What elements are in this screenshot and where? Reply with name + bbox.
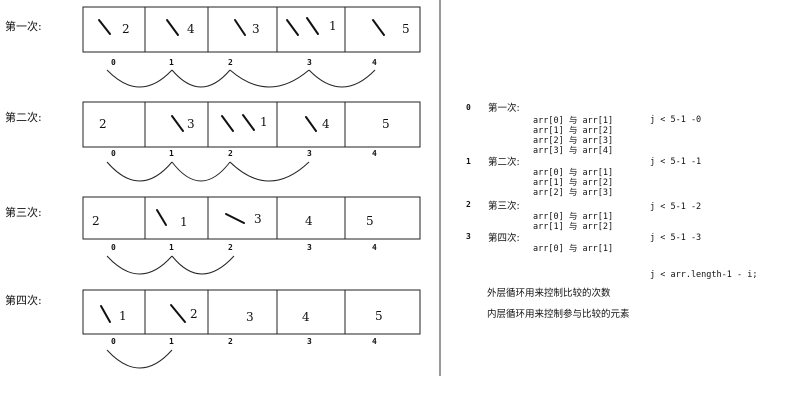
compare-arc — [106, 69, 173, 88]
round-2-label: 第二次: — [5, 110, 42, 124]
index-label: 1 — [169, 243, 174, 252]
index-label: 4 — [372, 243, 377, 252]
strike-mark — [225, 213, 245, 224]
compare-arc — [229, 69, 310, 88]
index-label: 0 — [111, 58, 116, 67]
loop-condition: j < 5-1 -2 — [650, 202, 701, 212]
round-index: 3 — [466, 232, 471, 241]
compare-pair: arr[1] 与 arr[2] — [533, 222, 613, 232]
compare-pair: arr[1] 与 arr[2] — [533, 178, 613, 188]
value-cell: 5 — [375, 309, 383, 323]
value-cell: 3 — [252, 22, 260, 36]
round-index: 0 — [466, 103, 471, 112]
round-4-array — [82, 289, 421, 335]
value-cell: 3 — [254, 212, 262, 226]
value-cell: 5 — [402, 22, 410, 36]
compare-arc — [171, 255, 235, 275]
value-cell: 5 — [366, 214, 374, 228]
value-cell: 2 — [99, 117, 107, 131]
compare-arc — [229, 161, 310, 182]
round-title: 第三次: — [488, 200, 520, 212]
round-1-label: 第一次: — [5, 19, 42, 33]
round-4-label: 第四次: — [5, 293, 42, 307]
strike-mark — [166, 19, 179, 36]
value-cell: 4 — [187, 22, 195, 36]
strike-mark — [242, 114, 255, 131]
compare-pair: arr[0] 与 arr[1] — [533, 244, 613, 254]
value-cell: 3 — [187, 117, 195, 131]
index-label: 0 — [111, 243, 116, 252]
round-3-label: 第三次: — [5, 205, 42, 219]
compare-arc — [171, 161, 231, 182]
index-label: 3 — [307, 337, 312, 346]
compare-pair: arr[3] 与 arr[4] — [533, 146, 613, 156]
round-index: 2 — [466, 200, 471, 209]
value-cell: 3 — [246, 310, 254, 324]
index-label: 2 — [228, 337, 233, 346]
note-inner-loop: 内层循环用来控制参与比较的元素 — [487, 308, 630, 320]
loop-condition: j < 5-1 -0 — [650, 115, 701, 125]
compare-pair: arr[2] 与 arr[3] — [533, 188, 613, 198]
inner-loop-condition: j < arr.length-1 - i; — [650, 270, 757, 280]
index-label: 0 — [111, 337, 116, 346]
round-2-array — [82, 101, 421, 148]
index-label: 2 — [228, 58, 233, 67]
loop-condition: j < 5-1 -3 — [650, 233, 701, 243]
compare-pair: arr[0] 与 arr[1] — [533, 116, 613, 126]
value-cell: 5 — [382, 117, 390, 131]
compare-arc — [106, 255, 173, 275]
strike-mark — [98, 19, 111, 35]
round-3-array — [82, 196, 421, 240]
value-cell: 4 — [302, 310, 310, 324]
index-label: 2 — [228, 243, 233, 252]
value-cell: 1 — [180, 215, 188, 229]
index-label: 3 — [307, 149, 312, 158]
compare-pair: arr[2] 与 arr[3] — [533, 136, 613, 146]
compare-arc — [106, 161, 173, 182]
strike-mark — [221, 115, 234, 132]
strike-mark — [305, 116, 317, 132]
value-cell: 1 — [329, 19, 337, 33]
round-title: 第二次: — [488, 156, 520, 168]
strike-mark — [156, 209, 167, 226]
index-label: 4 — [372, 58, 377, 67]
strike-mark — [372, 19, 385, 36]
strike-mark — [306, 17, 319, 35]
index-label: 4 — [372, 337, 377, 346]
value-cell: 1 — [119, 309, 127, 323]
round-title: 第四次: — [488, 232, 520, 244]
strike-mark — [171, 115, 184, 132]
index-label: 1 — [169, 337, 174, 346]
round-title: 第一次: — [488, 102, 520, 114]
round-1-array — [82, 6, 421, 53]
index-label: 4 — [372, 149, 377, 158]
index-label: 0 — [111, 149, 116, 158]
compare-pair: arr[0] 与 arr[1] — [533, 168, 613, 178]
compare-pair: arr[0] 与 arr[1] — [533, 212, 613, 222]
compare-arc — [308, 69, 376, 88]
note-outer-loop: 外层循环用来控制比较的次数 — [487, 287, 611, 299]
index-label: 2 — [228, 149, 233, 158]
value-cell: 2 — [190, 307, 198, 321]
compare-arc — [171, 69, 231, 88]
loop-condition: j < 5-1 -1 — [650, 157, 701, 167]
index-label: 3 — [307, 243, 312, 252]
strike-mark — [100, 305, 111, 323]
round-index: 1 — [466, 157, 471, 166]
compare-arc — [106, 349, 173, 369]
index-label: 1 — [169, 58, 174, 67]
value-cell: 4 — [322, 117, 330, 131]
value-cell: 2 — [122, 22, 130, 36]
strike-mark — [170, 304, 186, 323]
value-cell: 1 — [260, 115, 268, 129]
value-cell: 2 — [92, 214, 100, 228]
index-label: 3 — [307, 58, 312, 67]
value-cell: 4 — [305, 214, 313, 228]
strike-mark — [234, 19, 246, 36]
index-label: 1 — [169, 149, 174, 158]
strike-mark — [286, 19, 299, 36]
compare-pair: arr[1] 与 arr[2] — [533, 126, 613, 136]
